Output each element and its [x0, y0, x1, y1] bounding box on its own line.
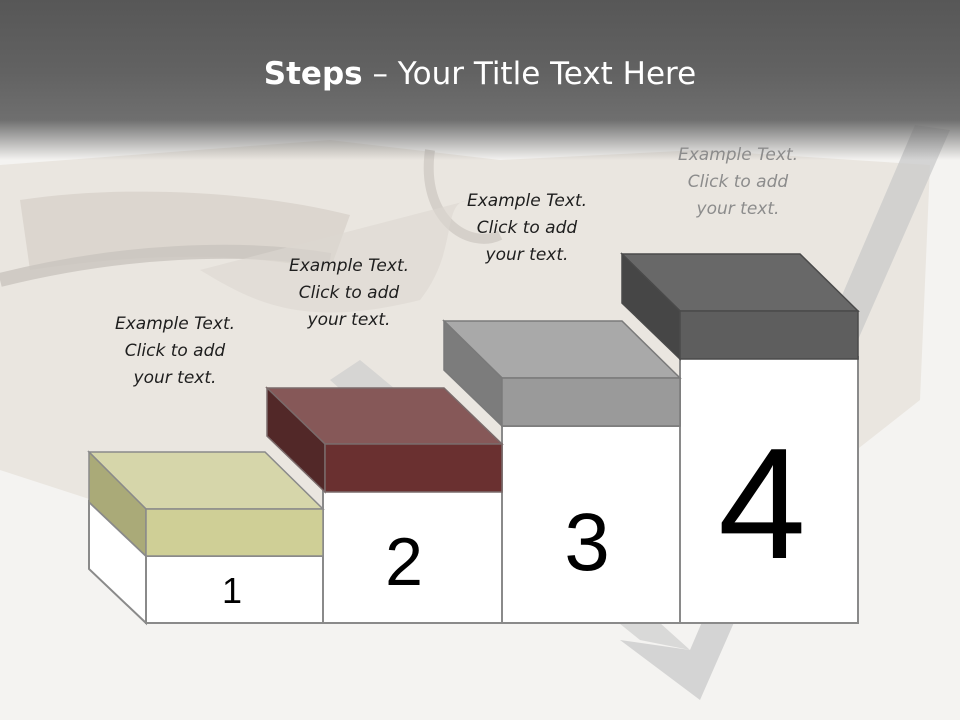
caption-line: your text. — [485, 245, 569, 265]
step-3-box — [501, 425, 681, 624]
step-1-number: 1 — [222, 570, 242, 611]
caption-line: Example Text. — [114, 314, 236, 334]
caption-line: your text. — [307, 310, 391, 330]
title-bar — [0, 0, 960, 160]
caption-line: your text. — [133, 368, 217, 388]
caption-line: Click to add — [476, 218, 578, 238]
step-4-caption[interactable]: Example Text. Click to add your text. — [643, 142, 833, 223]
step-1-block[interactable] — [87, 450, 325, 558]
title-rest: – Your Title Text Here — [362, 56, 697, 92]
title-bold: Steps — [263, 56, 363, 92]
caption-line: your text. — [696, 199, 780, 219]
step-4-block[interactable] — [620, 252, 860, 361]
caption-line: Click to add — [687, 172, 789, 192]
step-4-box — [679, 356, 859, 624]
caption-line: Click to add — [298, 283, 400, 303]
step-3-number: 3 — [564, 497, 610, 588]
caption-line: Example Text. — [677, 145, 799, 165]
caption-line: Example Text. — [288, 256, 410, 276]
step-1-caption[interactable]: Example Text. Click to add your text. — [80, 311, 270, 392]
step-2-block[interactable] — [265, 386, 504, 494]
step-2-number: 2 — [385, 524, 423, 600]
slide-title[interactable]: Steps – Your Title Text Here — [0, 52, 960, 96]
step-4-number: 4 — [718, 416, 806, 592]
step-3-caption[interactable]: Example Text. Click to add your text. — [432, 188, 622, 269]
step-2-caption[interactable]: Example Text. Click to add your text. — [254, 253, 444, 334]
caption-line: Click to add — [124, 341, 226, 361]
step-3-block[interactable] — [442, 319, 682, 428]
caption-line: Example Text. — [466, 191, 588, 211]
